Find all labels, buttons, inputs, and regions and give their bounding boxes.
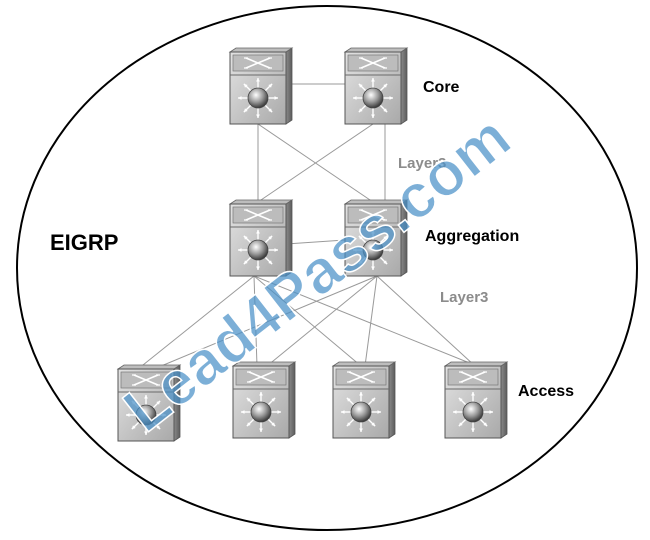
link-agg1-access2 — [253, 275, 258, 367]
access-switch-3 — [331, 361, 397, 439]
link-label-aggregation-access: Layer3 — [440, 289, 488, 306]
link-agg1-access1 — [137, 275, 255, 370]
links — [137, 83, 478, 370]
access-switch-2 — [231, 361, 297, 439]
link-agg1-agg2 — [285, 239, 346, 245]
link-label-core-aggregation: Layer3 — [398, 155, 446, 172]
access-switch-1 — [116, 364, 182, 442]
aggregation-switch-1 — [228, 199, 294, 277]
domain-boundary — [16, 5, 638, 531]
link-agg2-access3 — [364, 275, 378, 367]
link-agg2-access4 — [376, 275, 476, 367]
link-agg1-access4 — [253, 275, 478, 367]
link-agg1-access3 — [253, 275, 362, 367]
core-switch-1 — [228, 47, 294, 125]
tier-label-access: Access — [518, 383, 574, 400]
core-switch-2 — [343, 47, 409, 125]
link-core2-agg1 — [257, 123, 374, 203]
tier-label-aggregation: Aggregation — [425, 228, 519, 245]
aggregation-switch-2 — [343, 199, 409, 277]
link-agg2-access1 — [153, 275, 378, 370]
switches — [116, 47, 509, 442]
tier-label-core: Core — [423, 79, 460, 96]
link-agg2-access2 — [266, 275, 378, 367]
access-switch-4 — [443, 361, 509, 439]
protocol-label: EIGRP — [50, 230, 118, 255]
